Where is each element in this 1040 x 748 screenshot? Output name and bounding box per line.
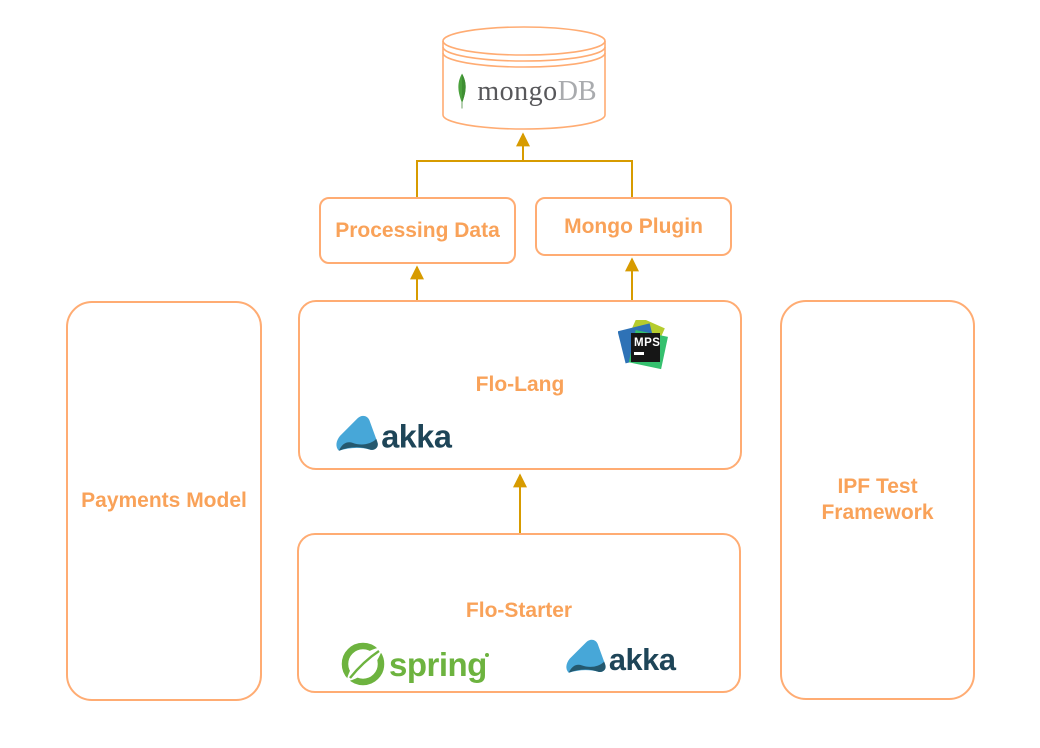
payments-model-label: Payments Model [81,489,247,512]
node-mongodb: mongoDB [441,25,607,131]
node-mongo-plugin: Mongo Plugin [535,197,732,256]
spring-logo: spring [341,642,489,686]
mongodb-wordmark-suffix: DB [557,76,597,107]
mongodb-wordmark: mongo [477,76,558,107]
jetbrains-mps-icon: MPS [618,320,668,370]
mongodb-logo: mongoDB [441,71,607,113]
node-payments-model: Payments Model [66,301,262,701]
node-flo-lang: Flo-Lang MPS akka [298,300,742,470]
mongo-plugin-label: Mongo Plugin [564,214,703,238]
node-processing-data: Processing Data [319,197,516,264]
spring-wordmark: spring [389,646,487,683]
mongodb-leaf-icon [458,73,467,109]
node-flo-starter: Flo-Starter spring akka [297,533,741,693]
processing-data-label: Processing Data [335,218,500,242]
mps-icon-label: MPS [634,337,660,349]
database-cylinder-shape [442,26,606,130]
akka-wordmark: akka [381,419,453,455]
flo-starter-label: Flo-Starter [465,599,573,622]
akka-logo: akka [566,639,677,677]
ipf-test-framework-label: IPF Test Framework [821,474,934,524]
flo-lang-label: Flo-Lang [475,373,565,396]
akka-wordmark: akka [609,642,677,677]
akka-logo: akka [336,415,453,455]
node-ipf-test-framework: IPF Test Framework [780,300,975,700]
